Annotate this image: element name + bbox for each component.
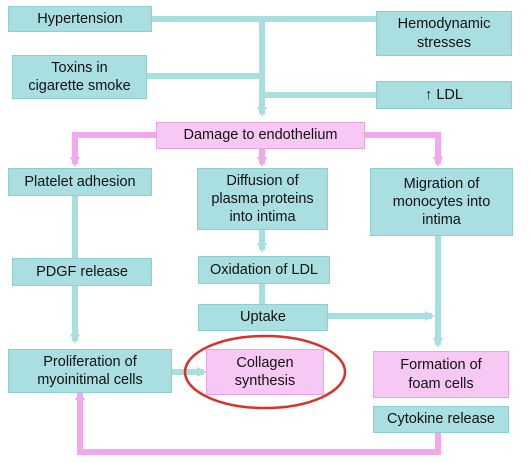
node-hemodynamic-stresses: Hemodynamic stresses: [376, 11, 512, 56]
node-foam-cells: Formation of foam cells: [373, 351, 509, 398]
node-toxins: Toxins in cigarette smoke: [12, 55, 147, 99]
node-diffusion: Diffusion of plasma proteins into intima: [197, 168, 328, 230]
node-oxidation-ldl: Oxidation of LDL: [198, 256, 330, 284]
node-collagen-synthesis: Collagen synthesis: [206, 349, 324, 395]
node-ldl: ↑ LDL: [376, 81, 512, 109]
node-platelet-adhesion: Platelet adhesion: [8, 168, 152, 196]
node-proliferation: Proliferation of myoinitimal cells: [8, 349, 172, 393]
connector-damage-platelet: [70, 132, 156, 167]
node-migration: Migration of monocytes into intima: [370, 168, 513, 236]
connector-cytokine-proliferation: [75, 390, 441, 455]
node-pdgf-release: PDGF release: [12, 258, 152, 286]
node-cytokine-release: Cytokine release: [373, 406, 509, 433]
node-uptake: Uptake: [198, 304, 328, 331]
highlight-ellipse: [183, 334, 347, 410]
node-hypertension: Hypertension: [8, 6, 152, 32]
connector-damage-migration: [365, 132, 443, 167]
node-damage-endothelium: Damage to endothelium: [156, 122, 365, 149]
